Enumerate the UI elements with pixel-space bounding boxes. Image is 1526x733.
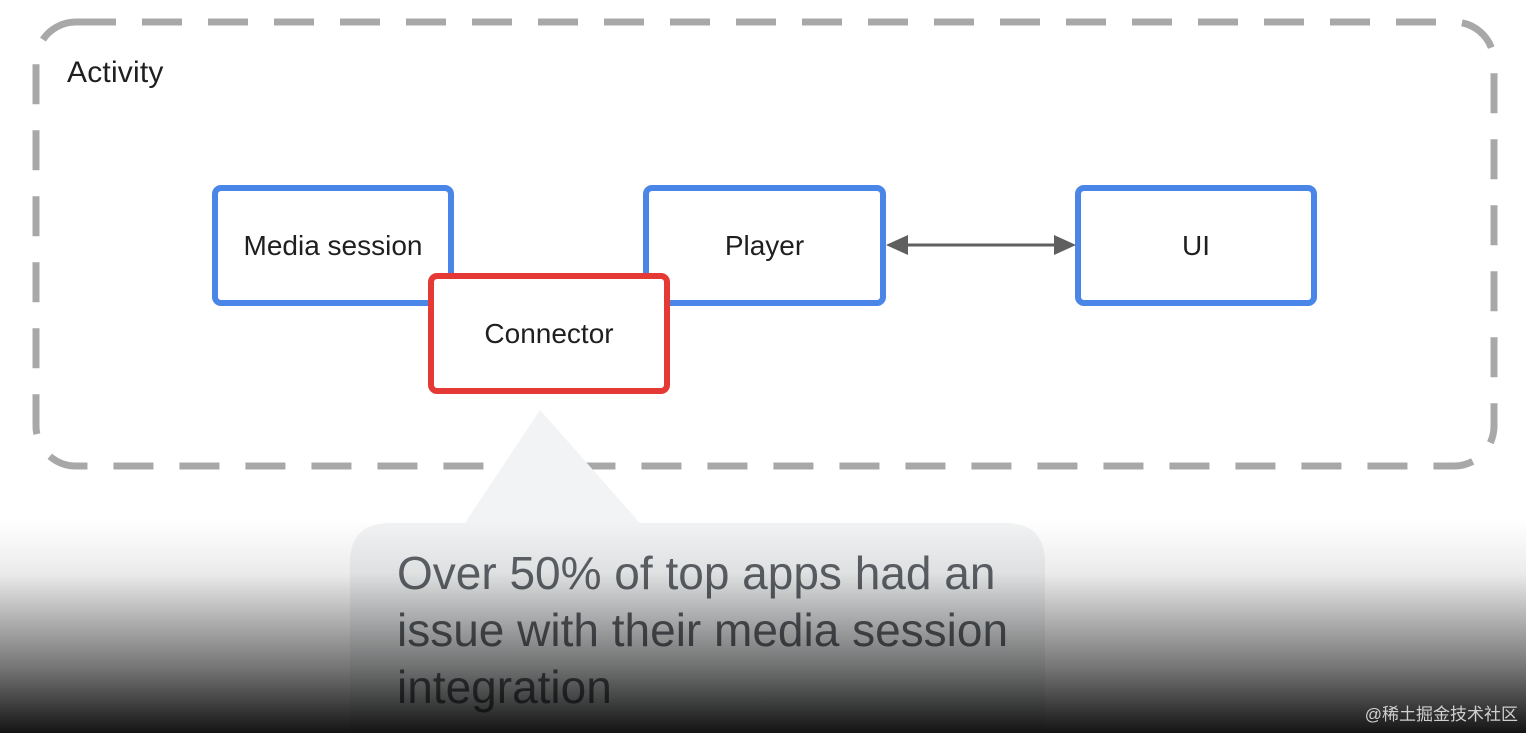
media-session-label: Media session xyxy=(243,229,423,261)
ui-label: UI xyxy=(1182,229,1210,261)
ui-box: UI xyxy=(1075,185,1317,306)
watermark: @稀土掘金技术社区 xyxy=(1364,705,1518,724)
arrowhead-right-icon xyxy=(1054,235,1076,255)
activity-label: Activity xyxy=(67,56,164,89)
arrowhead-left-icon xyxy=(886,235,908,255)
connector-label: Connector xyxy=(484,317,614,349)
player-box: Player xyxy=(643,185,886,306)
callout-text: Over 50% of top apps had an issue with t… xyxy=(397,547,1009,713)
media-session-box: Media session xyxy=(212,185,454,306)
player-label: Player xyxy=(724,229,805,261)
connector-box: Connector xyxy=(428,273,670,394)
